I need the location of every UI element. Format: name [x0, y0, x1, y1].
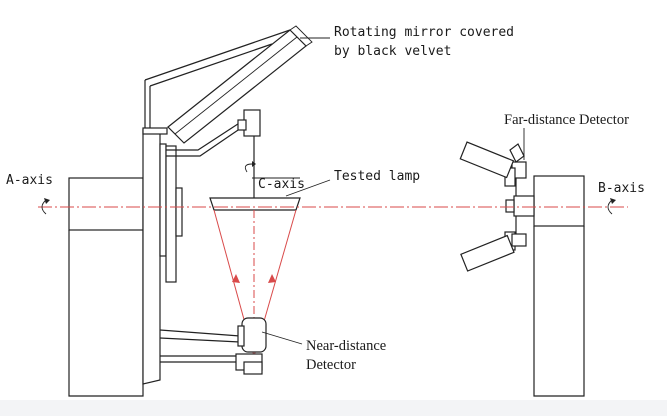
- near-detector-leader: [261, 331, 303, 345]
- b-axis-rotation-arrow: [607, 199, 613, 215]
- lower-bracket-top-inner: [159, 337, 241, 343]
- c-axis-label: C-axis: [258, 177, 305, 192]
- a-axis-arrowhead: [44, 198, 50, 204]
- right-hub: [513, 195, 535, 217]
- near-detector-label-line2: Detector: [306, 357, 356, 373]
- near-detector-head: [241, 317, 267, 353]
- lamp-arm-lower: [166, 125, 245, 157]
- a-axis-label: A-axis: [6, 173, 53, 188]
- ray-left-arrow: [232, 274, 240, 283]
- ray-right-arrow: [268, 274, 276, 283]
- upper-brace-top: [144, 29, 291, 81]
- lamp-arm-upper: [166, 119, 245, 151]
- far-detector-lower-mount: [511, 233, 527, 247]
- near-detector-label-line1: Near-distance: [306, 338, 386, 354]
- near-detector-flange: [237, 325, 245, 347]
- b-axis-arrowhead: [610, 198, 616, 204]
- mirror-label-line2: by black velvet: [334, 44, 451, 59]
- lower-bracket-top: [159, 329, 241, 337]
- bottom-strip: [0, 400, 667, 416]
- rotating-mirror: [167, 29, 307, 144]
- near-detector-base: [243, 361, 263, 375]
- tested-lamp: [209, 197, 301, 211]
- far-detector-upper-eye: [509, 143, 525, 163]
- left-support-column: [68, 230, 144, 397]
- tested-lamp-label: Tested lamp: [334, 169, 420, 184]
- a-axis-rotation-arrow: [41, 199, 47, 215]
- upper-joint: [142, 127, 168, 135]
- far-detector-upper-tube: [459, 141, 515, 179]
- frame-disk: [165, 145, 177, 283]
- far-detector-label: Far-distance Detector: [504, 112, 629, 128]
- c-axis-arrowhead: [252, 161, 256, 167]
- right-axis-housing: [533, 175, 585, 227]
- b-axis-label: B-axis: [598, 181, 645, 196]
- lamp-holder-clamp: [237, 119, 247, 131]
- frame-plate: [159, 143, 167, 257]
- left-axis-housing: [68, 177, 144, 231]
- right-support-column: [533, 226, 585, 397]
- frame-hub: [175, 187, 183, 237]
- mirror-end-cap: [289, 25, 313, 47]
- right-hub-cap: [505, 199, 515, 213]
- rotating-frame-beam: [142, 129, 161, 385]
- c-axis-rotation-arrow: [244, 163, 253, 173]
- upper-brace-inner: [149, 43, 273, 87]
- mirror-label-line1: Rotating mirror covered: [334, 25, 514, 40]
- mirror-inner-line: [174, 36, 298, 135]
- lamp-leader: [285, 179, 331, 197]
- far-detector-lower-tube: [460, 234, 515, 272]
